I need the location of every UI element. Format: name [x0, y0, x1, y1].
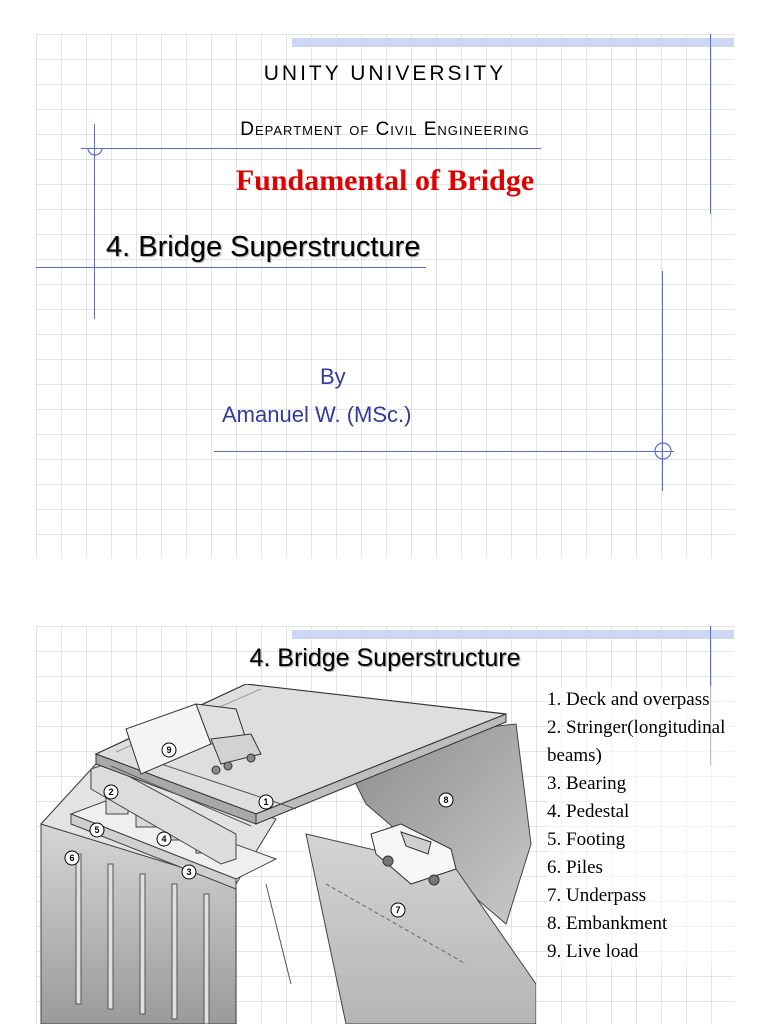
decorative-vertical-line [94, 124, 95, 319]
superstructure-slide: 4. Bridge Superstructure [36, 626, 734, 1024]
svg-text:9: 9 [166, 745, 171, 755]
component-legend: 1. Deck and overpass 2. Stringer(longitu… [547, 686, 732, 966]
course-title: Fundamental of Bridge [235, 164, 535, 197]
crosshair-icon [87, 147, 103, 156]
marker-2: 2 [103, 784, 119, 800]
decorative-top-band [292, 630, 734, 639]
svg-text:8: 8 [443, 795, 448, 805]
svg-text:6: 6 [69, 853, 74, 863]
bridge-diagram: 1 2 3 4 5 6 7 8 9 [40, 684, 536, 1024]
truck-live-load [125, 703, 262, 775]
svg-text:4: 4 [161, 834, 166, 844]
university-name: UNITY UNIVERSITY [263, 62, 507, 85]
car [370, 823, 457, 886]
slide-title: 4. Bridge Superstructure [249, 644, 521, 672]
diagram-markers: 1 2 3 4 5 6 7 8 9 [64, 742, 454, 918]
decorative-vertical-line [710, 34, 711, 214]
marker-9: 9 [161, 742, 177, 758]
decorative-vertical-line [662, 271, 663, 491]
marker-4: 4 [156, 831, 172, 847]
legend-item: 4. Pedestal [547, 801, 630, 822]
legend-item: 5. Footing [547, 829, 626, 850]
svg-text:3: 3 [186, 867, 191, 877]
marker-7: 7 [390, 902, 406, 918]
marker-5: 5 [89, 822, 105, 838]
marker-6: 6 [64, 850, 80, 866]
decorative-top-band [292, 38, 734, 47]
legend-item: 1. Deck and overpass [547, 689, 710, 710]
piles [75, 853, 292, 1024]
marker-8: 8 [438, 792, 454, 808]
title-slide: UNITY UNIVERSITY Department of Civil Eng… [36, 34, 734, 558]
crosshair-icon [654, 442, 672, 460]
legend-item: 9. Live load [547, 941, 639, 962]
svg-text:2: 2 [108, 787, 113, 797]
marker-3: 3 [181, 864, 197, 880]
marker-1: 1 [258, 794, 274, 810]
legend-item: 7. Underpass [547, 885, 647, 906]
svg-text:5: 5 [94, 825, 99, 835]
decorative-horizontal-line [36, 267, 426, 268]
decorative-horizontal-line [81, 148, 541, 149]
author-name: Amanuel W. (MSc.) [222, 402, 412, 427]
department-name: Department of Civil Engineering [240, 119, 530, 140]
legend-item: 8. Embankment [547, 913, 668, 934]
by-label: By [320, 364, 346, 389]
svg-text:7: 7 [395, 905, 400, 915]
chapter-title: 4. Bridge Superstructure [106, 231, 421, 263]
legend-item: 3. Bearing [547, 773, 627, 794]
decorative-horizontal-line [214, 451, 674, 452]
legend-item: 6. Piles [547, 857, 603, 878]
legend-item: 2. Stringer(longitudinal beams) [547, 717, 726, 766]
svg-text:1: 1 [263, 797, 268, 807]
